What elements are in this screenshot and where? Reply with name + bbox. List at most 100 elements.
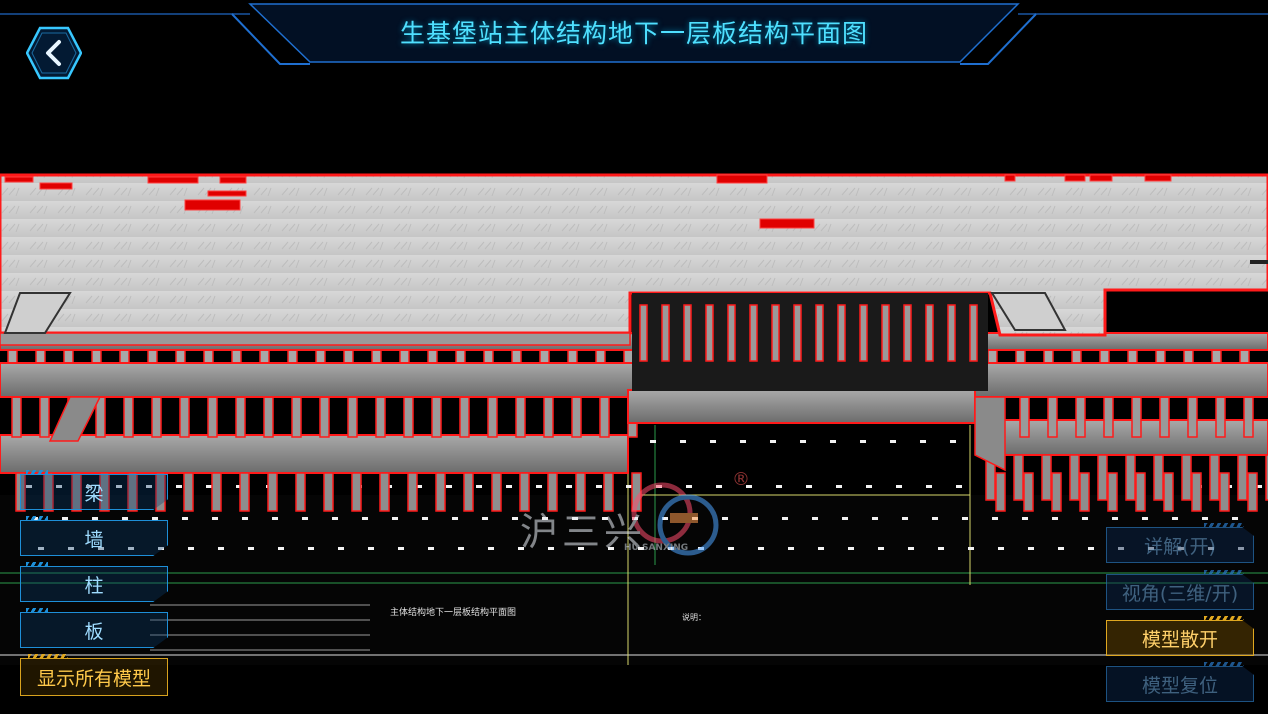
- column: [35, 349, 46, 365]
- grid-dot: [920, 440, 926, 443]
- column: [123, 396, 134, 438]
- column: [595, 349, 606, 365]
- column: [547, 472, 558, 512]
- column: [1153, 454, 1164, 501]
- back-button[interactable]: [25, 26, 83, 80]
- column: [91, 349, 102, 365]
- column: [1239, 349, 1250, 365]
- column: [63, 349, 74, 365]
- column: [639, 304, 648, 362]
- explode-model-label: 模型散开: [1141, 628, 1218, 651]
- button-stripe: [26, 562, 48, 566]
- grid-dot: [788, 547, 794, 550]
- grid-dot: [638, 547, 644, 550]
- column: [347, 396, 358, 438]
- grid-dot: [512, 517, 518, 520]
- column: [483, 349, 494, 365]
- filter-beam-button[interactable]: 梁: [20, 470, 168, 510]
- grid-dot: [746, 485, 752, 488]
- column: [815, 304, 824, 362]
- column: [1023, 472, 1034, 512]
- grid-dot: [548, 547, 554, 550]
- reset-model-button[interactable]: 模型复位: [1106, 662, 1254, 702]
- grid-dot: [152, 517, 158, 520]
- page-title: 生基堡站主体结构地下一层板结构平面图: [399, 19, 868, 48]
- grid-dot: [308, 547, 314, 550]
- watermark-logo: 沪三兴 HU SANXING ®: [520, 469, 750, 563]
- column: [287, 349, 298, 365]
- button-frame: [20, 612, 168, 648]
- filter-column-button[interactable]: 柱: [20, 562, 168, 602]
- slab-corner-left: [3, 292, 72, 334]
- filter-beam-label: 梁: [84, 482, 104, 505]
- grid-dot: [1238, 547, 1244, 550]
- grid-dot: [416, 485, 422, 488]
- grid-dot: [368, 547, 374, 550]
- button-frame: [20, 474, 168, 510]
- grid-dot: [1118, 547, 1124, 550]
- column: [427, 349, 438, 365]
- column: [567, 349, 578, 365]
- column: [351, 472, 362, 512]
- column: [1051, 472, 1062, 512]
- grid-dot: [182, 517, 188, 520]
- column: [1181, 454, 1192, 501]
- column: [435, 472, 446, 512]
- grid-dot: [830, 440, 836, 443]
- show-all-models-button[interactable]: 显示所有模型: [20, 654, 168, 696]
- watermark-text: 沪三兴: [520, 510, 647, 554]
- column: [295, 472, 306, 512]
- grid-dot: [62, 517, 68, 520]
- detail-toggle-label: 详解(开): [1144, 535, 1216, 558]
- button-stripe: [1204, 523, 1244, 527]
- grid-dot: [158, 547, 164, 550]
- grid-dot: [506, 485, 512, 488]
- grid-dot: [98, 547, 104, 550]
- grid-dot: [422, 517, 428, 520]
- column: [623, 349, 634, 365]
- column: [231, 349, 242, 365]
- column: [1127, 349, 1138, 365]
- view-angle-button[interactable]: 视角(三维/开): [1106, 570, 1254, 610]
- grid-dot: [38, 547, 44, 550]
- grid-dot: [956, 485, 962, 488]
- grid-dot: [578, 547, 584, 550]
- grid-dot: [932, 517, 938, 520]
- grid-dot: [938, 547, 944, 550]
- column: [147, 349, 158, 365]
- filter-column-label: 柱: [84, 574, 104, 597]
- column: [1247, 472, 1258, 512]
- grid-dot: [86, 485, 92, 488]
- explode-model-button[interactable]: 模型散开: [1106, 616, 1254, 656]
- grid-dot: [842, 517, 848, 520]
- filter-wall-button[interactable]: 墙: [20, 516, 168, 556]
- grid-dot: [728, 547, 734, 550]
- grid-dot: [536, 485, 542, 488]
- slab-corner-right: [990, 292, 1067, 331]
- grid-dot: [452, 517, 458, 520]
- button-frame: [20, 658, 168, 696]
- filter-slab-button[interactable]: 板: [20, 608, 168, 648]
- column: [259, 349, 270, 365]
- grid-dot: [122, 517, 128, 520]
- column: [491, 472, 502, 512]
- column: [1041, 454, 1052, 501]
- column: [969, 304, 978, 362]
- column: [99, 472, 110, 512]
- grid-dot: [710, 440, 716, 443]
- grid-dot: [248, 547, 254, 550]
- column: [599, 396, 610, 438]
- column: [1191, 472, 1202, 512]
- grid-dot: [776, 485, 782, 488]
- button-stripe: [26, 516, 48, 520]
- filter-slab-label: 板: [84, 620, 104, 643]
- grid-dot: [896, 485, 902, 488]
- column: [267, 472, 278, 512]
- model-viewport[interactable]: 主体结构地下一层板结构平面图 说明：: [0, 165, 1268, 665]
- grid-dot: [188, 547, 194, 550]
- logo-mark-icon: [631, 482, 719, 556]
- column: [603, 472, 614, 512]
- grid-dot: [860, 440, 866, 443]
- grid-dot: [176, 485, 182, 488]
- detail-toggle-button[interactable]: 详解(开): [1106, 523, 1254, 563]
